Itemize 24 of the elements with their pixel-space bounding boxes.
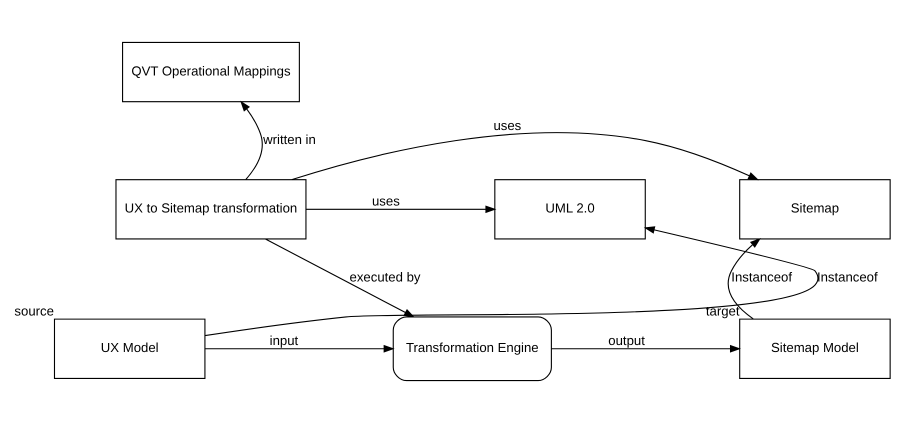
node-label: target xyxy=(705,303,740,318)
arrow xyxy=(727,238,760,320)
edge-label: Instanceof xyxy=(816,269,878,284)
node-box: Sitemap xyxy=(738,179,890,240)
arrow xyxy=(240,100,262,180)
edge-label: Instanceof xyxy=(730,269,792,284)
edge-label: input xyxy=(269,333,298,348)
node-box: Transformation Engine xyxy=(392,316,552,382)
node-box: QVT Operational Mappings xyxy=(122,42,300,102)
edge-label: uses xyxy=(371,194,400,209)
arrow xyxy=(306,205,496,214)
arrow xyxy=(291,132,759,180)
arrow xyxy=(204,344,394,353)
edge-label: uses xyxy=(492,118,521,133)
edge-label: written in xyxy=(262,132,316,148)
arrow xyxy=(551,344,740,353)
edge-label: output xyxy=(608,333,644,348)
node-label: source xyxy=(14,303,54,318)
node-box: Sitemap Model xyxy=(738,318,890,379)
node-box: UML 2.0 xyxy=(494,179,646,240)
arrow xyxy=(204,226,818,336)
node-box: UX to Sitemap transformation xyxy=(114,179,306,240)
node-box: UX Model xyxy=(53,318,205,379)
edge-label: executed by xyxy=(349,269,420,284)
